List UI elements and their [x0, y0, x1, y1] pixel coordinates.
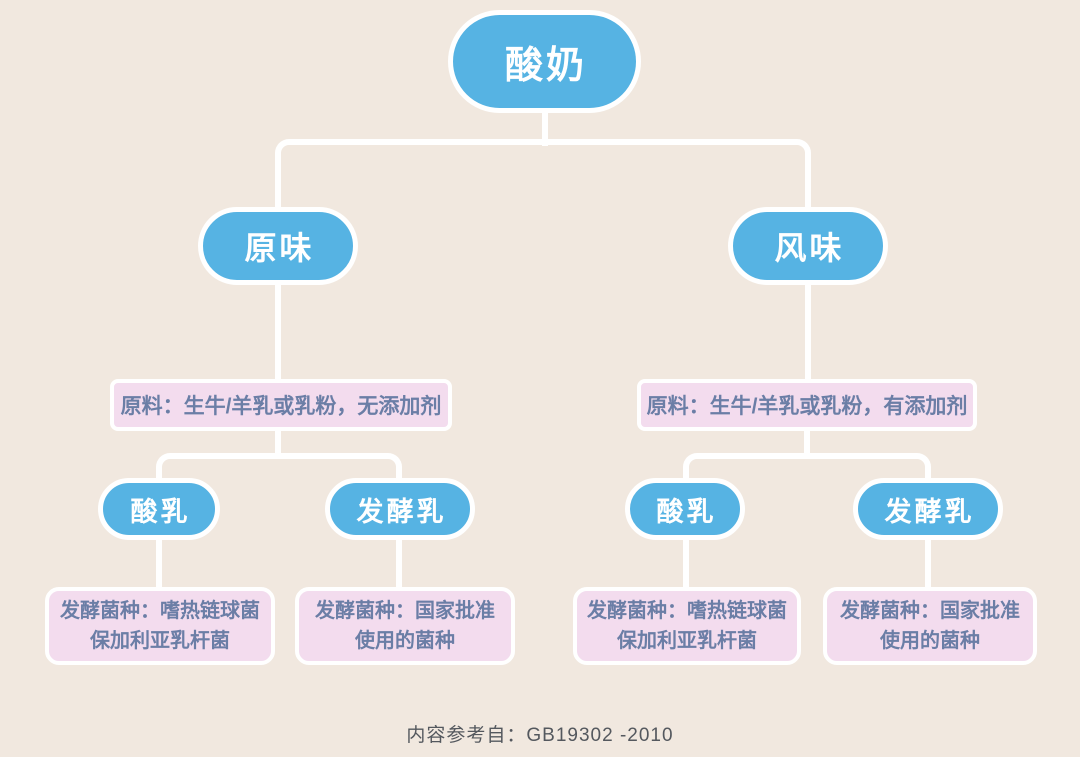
note-line: 发酵菌种：嗜热链球菌: [587, 600, 787, 622]
node-yogurt-root: 酸奶: [448, 10, 641, 113]
connector-right-fermented-note: [925, 538, 931, 590]
note-line: 保加利亚乳杆菌: [617, 630, 757, 652]
node-flavored: 风味: [728, 207, 888, 285]
note-line: 使用的菌种: [880, 630, 980, 652]
node-original-flavor: 原味: [198, 207, 358, 285]
note-line: 发酵菌种：国家批准: [315, 600, 495, 622]
note-strains-fermented-right: 发酵菌种：国家批准 使用的菌种: [823, 587, 1037, 665]
connector-right-children: [683, 453, 931, 481]
connector-root-branches: [275, 139, 811, 209]
connector-right-sour-note: [683, 538, 689, 590]
connector-flavored-to-material: [805, 282, 811, 382]
connector-original-to-material: [275, 282, 281, 382]
note-strains-fermented-left: 发酵菌种：国家批准 使用的菌种: [295, 587, 515, 665]
node-fermented-milk-right: 发酵乳: [853, 478, 1003, 540]
connector-left-sour-note: [156, 538, 162, 590]
connector-root-stem: [542, 106, 548, 146]
connector-left-fermented-note: [396, 538, 402, 590]
note-line: 发酵菌种：国家批准: [840, 600, 1020, 622]
note-line: 使用的菌种: [355, 630, 455, 652]
note-line: 保加利亚乳杆菌: [90, 630, 230, 652]
node-sour-milk-right: 酸乳: [625, 478, 745, 540]
note-line: 发酵菌种：嗜热链球菌: [60, 600, 260, 622]
note-material-flavored: 原料：生牛/羊乳或乳粉，有添加剂: [637, 379, 977, 431]
note-material-original: 原料：生牛/羊乳或乳粉，无添加剂: [110, 379, 452, 431]
note-strains-sour-left: 发酵菌种：嗜热链球菌 保加利亚乳杆菌: [45, 587, 275, 665]
connector-material-left-stem: [275, 429, 281, 457]
connector-material-right-stem: [804, 429, 810, 457]
source-reference: 内容参考自：GB19302 -2010: [406, 725, 674, 746]
node-fermented-milk-left: 发酵乳: [325, 478, 475, 540]
note-strains-sour-right: 发酵菌种：嗜热链球菌 保加利亚乳杆菌: [573, 587, 801, 665]
node-sour-milk-left: 酸乳: [98, 478, 220, 540]
connector-left-children: [156, 453, 402, 481]
